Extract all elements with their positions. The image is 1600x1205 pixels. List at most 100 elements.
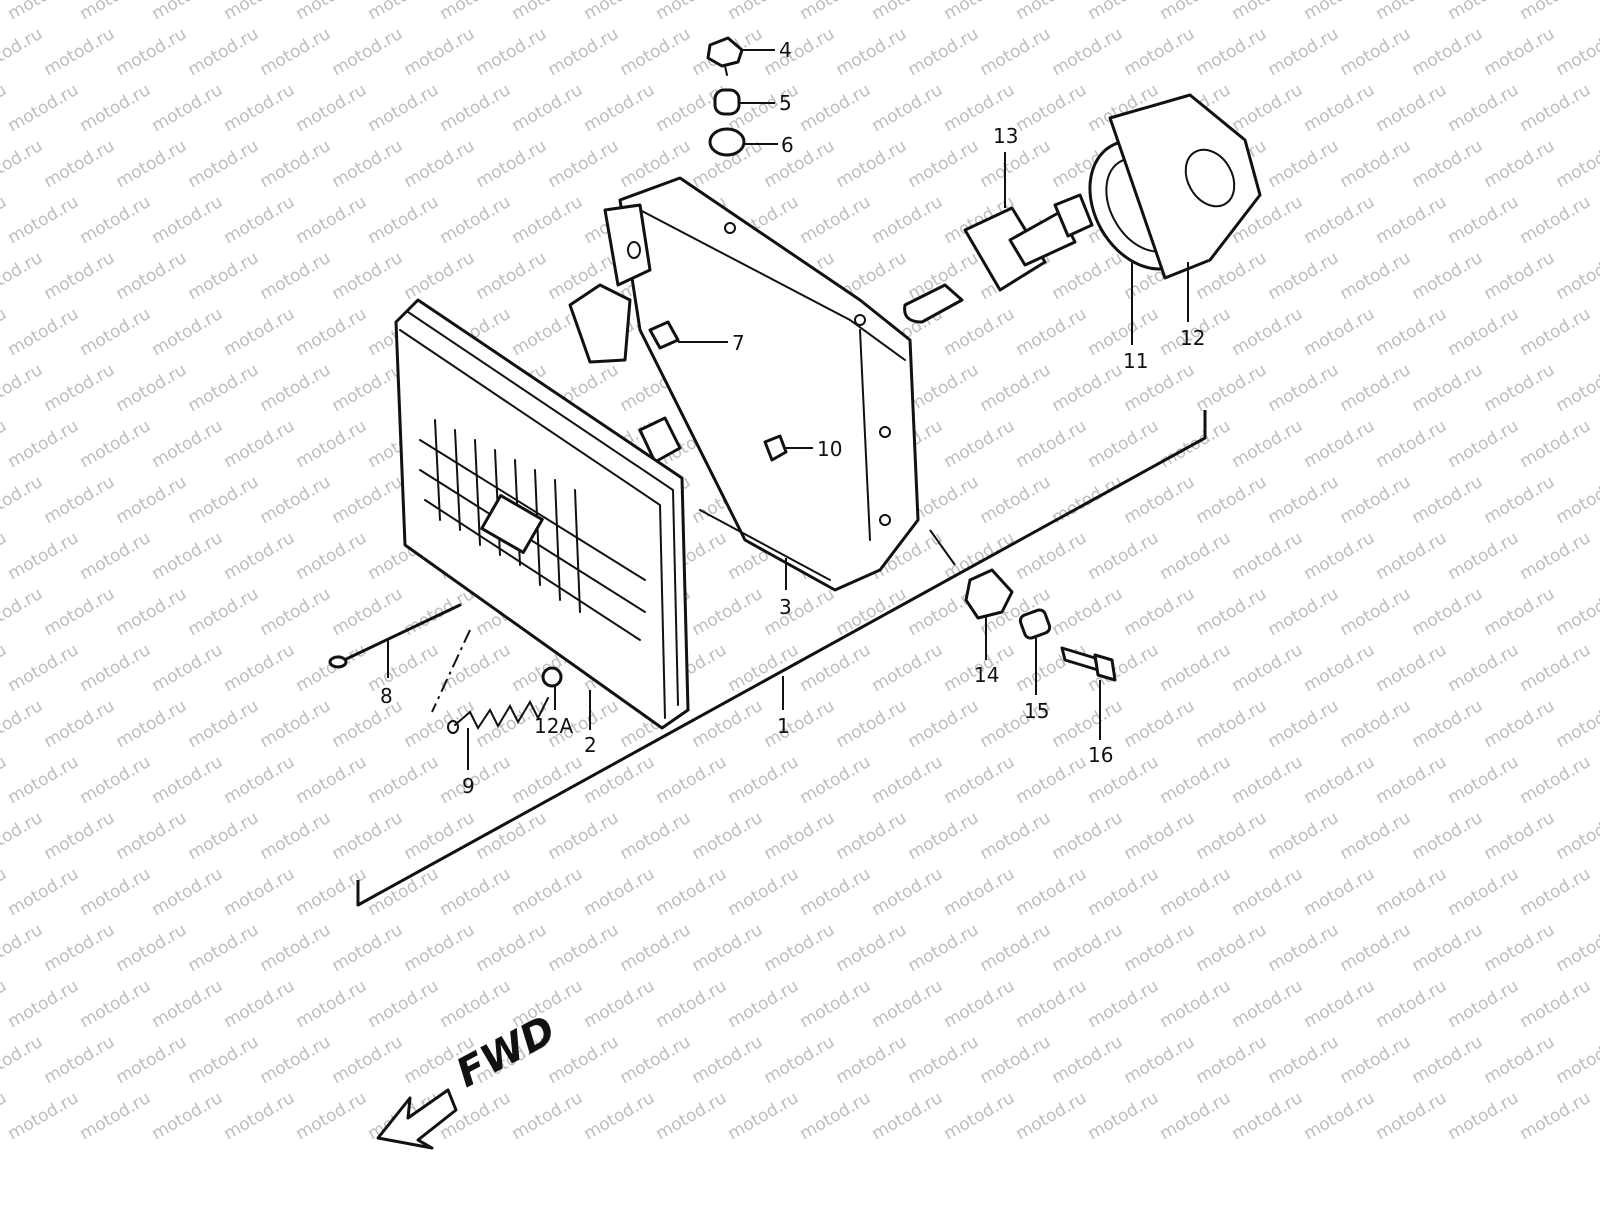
watermark-text: motod.ru <box>1373 304 1451 360</box>
watermark-text: motod.ru <box>5 640 83 696</box>
watermark-text: motod.ru <box>329 1032 407 1088</box>
watermark-text: motod.ru <box>401 136 479 192</box>
watermark-text: motod.ru <box>1229 752 1307 808</box>
watermark-text: motod.ru <box>1301 416 1379 472</box>
watermark-text: motod.ru <box>1517 192 1595 248</box>
watermark-text: motod.ru <box>1121 808 1199 864</box>
callout-13: 13 <box>993 124 1018 148</box>
watermark-text: motod.ru <box>1193 1032 1271 1088</box>
watermark-text: motod.ru <box>1517 752 1595 808</box>
watermark-text: motod.ru <box>689 808 767 864</box>
watermark-text: motod.ru <box>1229 0 1307 24</box>
watermark-text: motod.ru <box>77 752 155 808</box>
watermark-text: motod.ru <box>1553 696 1600 752</box>
watermark-text: motod.ru <box>653 752 731 808</box>
watermark-text: motod.ru <box>833 1032 911 1088</box>
watermark-text: motod.ru <box>401 248 479 304</box>
watermark-text: motod.ru <box>1409 584 1487 640</box>
watermark-text: motod.ru <box>77 304 155 360</box>
watermark-text: motod.ru <box>221 640 299 696</box>
watermark-text: motod.ru <box>1265 696 1343 752</box>
callout-10: 10 <box>817 437 842 461</box>
watermark-text: motod.ru <box>833 920 911 976</box>
watermark-text: motod.ru <box>257 360 335 416</box>
watermark-text: motod.ru <box>437 640 515 696</box>
watermark-text: motod.ru <box>1481 248 1559 304</box>
watermark-text: motod.ru <box>1445 640 1523 696</box>
watermark-text: motod.ru <box>1409 472 1487 528</box>
watermark-text: motod.ru <box>1265 360 1343 416</box>
watermark-text: motod.ru <box>41 1032 119 1088</box>
watermark-text: motod.ru <box>185 1032 263 1088</box>
watermark-text: motod.ru <box>1085 976 1163 1032</box>
watermark-text: motod.ru <box>941 304 1019 360</box>
watermark-text: motod.ru <box>329 920 407 976</box>
watermark-text: motod.ru <box>977 472 1055 528</box>
watermark-text: motod.ru <box>1337 472 1415 528</box>
watermark-text: motod.ru <box>1337 136 1415 192</box>
watermark-text: motod.ru <box>509 864 587 920</box>
watermark-text: motod.ru <box>329 360 407 416</box>
watermark-text: motod.ru <box>1301 752 1379 808</box>
watermark-text: motod.ru <box>365 0 443 24</box>
watermark-text: motod.ru <box>725 864 803 920</box>
watermark-text: motod.ru <box>1193 584 1271 640</box>
watermark-text: motod.ru <box>113 248 191 304</box>
watermark-text: motod.ru <box>1445 416 1523 472</box>
watermark-text: motod.ru <box>185 920 263 976</box>
watermark-text: motod.ru <box>77 528 155 584</box>
watermark-text: motod.ru <box>545 920 623 976</box>
watermark-text: motod.ru <box>761 1032 839 1088</box>
watermark-text: motod.ru <box>689 696 767 752</box>
callout-14: 14 <box>974 663 999 687</box>
watermark-text: motod.ru <box>401 920 479 976</box>
watermark-text: motod.ru <box>1013 976 1091 1032</box>
watermark-text: motod.ru <box>113 360 191 416</box>
watermark-text: motod.ru <box>149 864 227 920</box>
watermark-text: motod.ru <box>1301 192 1379 248</box>
watermark-text: motod.ru <box>1049 360 1127 416</box>
part-spacer-5 <box>715 90 739 114</box>
watermark-text: motod.ru <box>617 920 695 976</box>
watermark-text: motod.ru <box>1121 472 1199 528</box>
watermark-text: motod.ru <box>869 0 947 24</box>
watermark-text: motod.ru <box>581 976 659 1032</box>
watermark-text: motod.ru <box>581 1088 659 1144</box>
watermark-text: motod.ru <box>1409 248 1487 304</box>
watermark-text: motod.ru <box>77 0 155 24</box>
watermark-text: motod.ru <box>257 24 335 80</box>
watermark-text: motod.ru <box>1193 808 1271 864</box>
watermark-text: motod.ru <box>1445 304 1523 360</box>
watermark-text: motod.ru <box>581 864 659 920</box>
watermark-text: motod.ru <box>185 136 263 192</box>
watermark-text: motod.ru <box>149 80 227 136</box>
watermark-text: motod.ru <box>509 0 587 24</box>
watermark-text: motod.ru <box>113 1032 191 1088</box>
watermark-text: motod.ru <box>1409 136 1487 192</box>
watermark-text: motod.ru <box>1265 472 1343 528</box>
watermark-text: motod.ru <box>257 472 335 528</box>
watermark-text: motod.ru <box>761 584 839 640</box>
callout-11: 11 <box>1123 349 1148 373</box>
callout-1: 1 <box>777 714 790 738</box>
watermark-text: motod.ru <box>1013 1088 1091 1144</box>
callout-9: 9 <box>462 774 475 798</box>
watermark-text: motod.ru <box>1553 920 1600 976</box>
watermark-text: motod.ru <box>1157 864 1235 920</box>
watermark-text: motod.ru <box>1229 1088 1307 1144</box>
watermark-text: motod.ru <box>5 976 83 1032</box>
watermark-text: motod.ru <box>1373 864 1451 920</box>
watermark-text: motod.ru <box>1517 416 1595 472</box>
watermark-text: motod.ru <box>149 640 227 696</box>
watermark-text: motod.ru <box>1337 24 1415 80</box>
watermark-text: motod.ru <box>365 976 443 1032</box>
watermark-text: motod.ru <box>905 136 983 192</box>
watermark-text: motod.ru <box>869 976 947 1032</box>
watermark-text: motod.ru <box>1517 864 1595 920</box>
watermark-text: motod.ru <box>0 808 46 864</box>
watermark-text: motod.ru <box>1049 248 1127 304</box>
watermark-text: motod.ru <box>329 584 407 640</box>
watermark-text: motod.ru <box>0 696 46 752</box>
watermark-text: motod.ru <box>1481 360 1559 416</box>
watermark-text: motod.ru <box>941 1088 1019 1144</box>
